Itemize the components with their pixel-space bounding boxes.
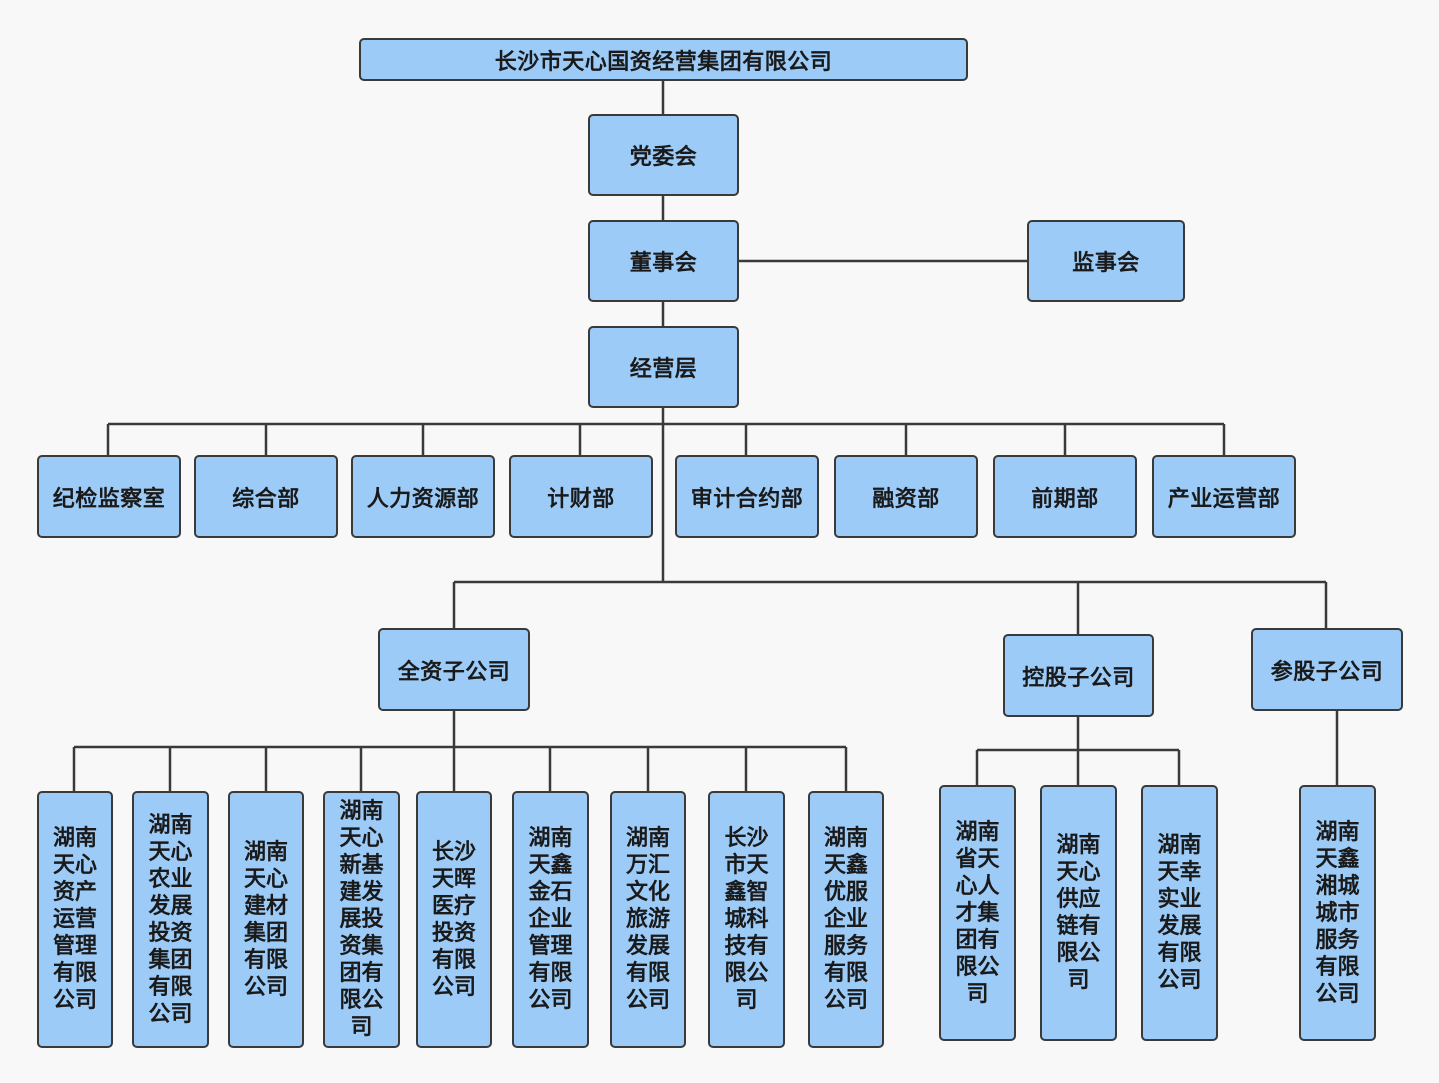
company-box[interactable]: 湖南天心农业发展投资集团有限公司: [132, 791, 209, 1048]
company-box[interactable]: 长沙天晖医疗投资有限公司: [416, 791, 492, 1048]
department-box[interactable]: 前期部: [993, 455, 1137, 538]
management-box[interactable]: 经营层: [588, 326, 739, 408]
supervisory-board-label: 监事会: [1072, 251, 1140, 276]
company-box[interactable]: 湖南天心资产运营管理有限公司: [37, 791, 113, 1048]
party-committee-box[interactable]: 党委会: [588, 114, 739, 196]
company-box[interactable]: 湖南省天心人才集团有限公司: [939, 785, 1016, 1041]
management-label: 经营层: [629, 357, 698, 382]
company-box[interactable]: 湖南天鑫金石企业管理有限公司: [512, 791, 589, 1048]
holding-subsidiaries-label: 控股子公司: [1022, 665, 1135, 691]
department-label: 计财部: [547, 486, 615, 512]
department-box[interactable]: 综合部: [194, 455, 338, 538]
department-label: 产业运营部: [1167, 486, 1281, 512]
company-box[interactable]: 湖南万汇文化旅游发展有限公司: [610, 791, 686, 1048]
participating-subsidiaries-label: 参股子公司: [1270, 659, 1384, 685]
company-label: 湖南万汇文化旅游发展有限公司: [625, 826, 670, 1013]
company-box[interactable]: 长沙市天鑫智城科技有限公司: [708, 791, 785, 1048]
board-of-directors-label: 董事会: [629, 251, 698, 276]
department-box[interactable]: 产业运营部: [1152, 455, 1296, 538]
company-label: 湖南天心农业发展投资集团有限公司: [148, 812, 193, 1027]
company-box[interactable]: 湖南天心建材集团有限公司: [228, 791, 304, 1048]
company-label: 湖南天鑫湘城城市服务有限公司: [1315, 819, 1360, 1007]
department-label: 审计合约部: [690, 486, 804, 512]
company-box[interactable]: 湖南天心新基建发展投资集团有限公司: [323, 791, 400, 1048]
department-label: 综合部: [232, 486, 300, 512]
department-label: 纪检监察室: [52, 486, 166, 512]
department-label: 融资部: [872, 486, 940, 512]
company-box[interactable]: 湖南天鑫湘城城市服务有限公司: [1299, 785, 1376, 1041]
company-box[interactable]: 湖南天幸实业发展有限公司: [1141, 785, 1218, 1041]
wholly-owned-subsidiaries-label: 全资子公司: [397, 659, 511, 685]
company-label: 长沙市天鑫智城科技有限公司: [724, 826, 769, 1013]
department-label: 人力资源部: [366, 486, 480, 512]
company-label: 湖南省天心人才集团有限公司: [955, 819, 1000, 1007]
company-label: 湖南天鑫金石企业管理有限公司: [528, 826, 573, 1013]
company-box[interactable]: 湖南天心供应链有限公司: [1040, 785, 1117, 1041]
company-label: 湖南天鑫优服企业服务有限公司: [823, 826, 868, 1013]
department-box[interactable]: 纪检监察室: [37, 455, 181, 538]
company-label: 长沙天晖医疗投资有限公司: [431, 839, 476, 1000]
company-label: 湖南天心建材集团有限公司: [243, 839, 288, 1000]
department-label: 前期部: [1031, 486, 1099, 512]
wholly-owned-subsidiaries-box[interactable]: 全资子公司: [378, 628, 530, 711]
department-box[interactable]: 融资部: [834, 455, 978, 538]
department-box[interactable]: 人力资源部: [351, 455, 495, 538]
department-box[interactable]: 审计合约部: [675, 455, 819, 538]
company-label: 湖南天幸实业发展有限公司: [1157, 833, 1202, 993]
holding-subsidiaries-box[interactable]: 控股子公司: [1003, 634, 1154, 717]
supervisory-board-box[interactable]: 监事会: [1027, 220, 1185, 302]
company-label: 湖南天心资产运营管理有限公司: [52, 826, 97, 1013]
party-committee-label: 党委会: [629, 145, 698, 170]
company-label: 湖南天心供应链有限公司: [1056, 833, 1101, 993]
group-company-box[interactable]: 长沙市天心国资经营集团有限公司: [359, 38, 968, 81]
board-of-directors-box[interactable]: 董事会: [588, 220, 739, 302]
participating-subsidiaries-box[interactable]: 参股子公司: [1251, 628, 1403, 711]
company-box[interactable]: 湖南天鑫优服企业服务有限公司: [808, 791, 884, 1048]
group-company-label: 长沙市天心国资经营集团有限公司: [494, 49, 833, 75]
department-box[interactable]: 计财部: [509, 455, 653, 538]
company-label: 湖南天心新基建发展投资集团有限公司: [339, 799, 384, 1040]
